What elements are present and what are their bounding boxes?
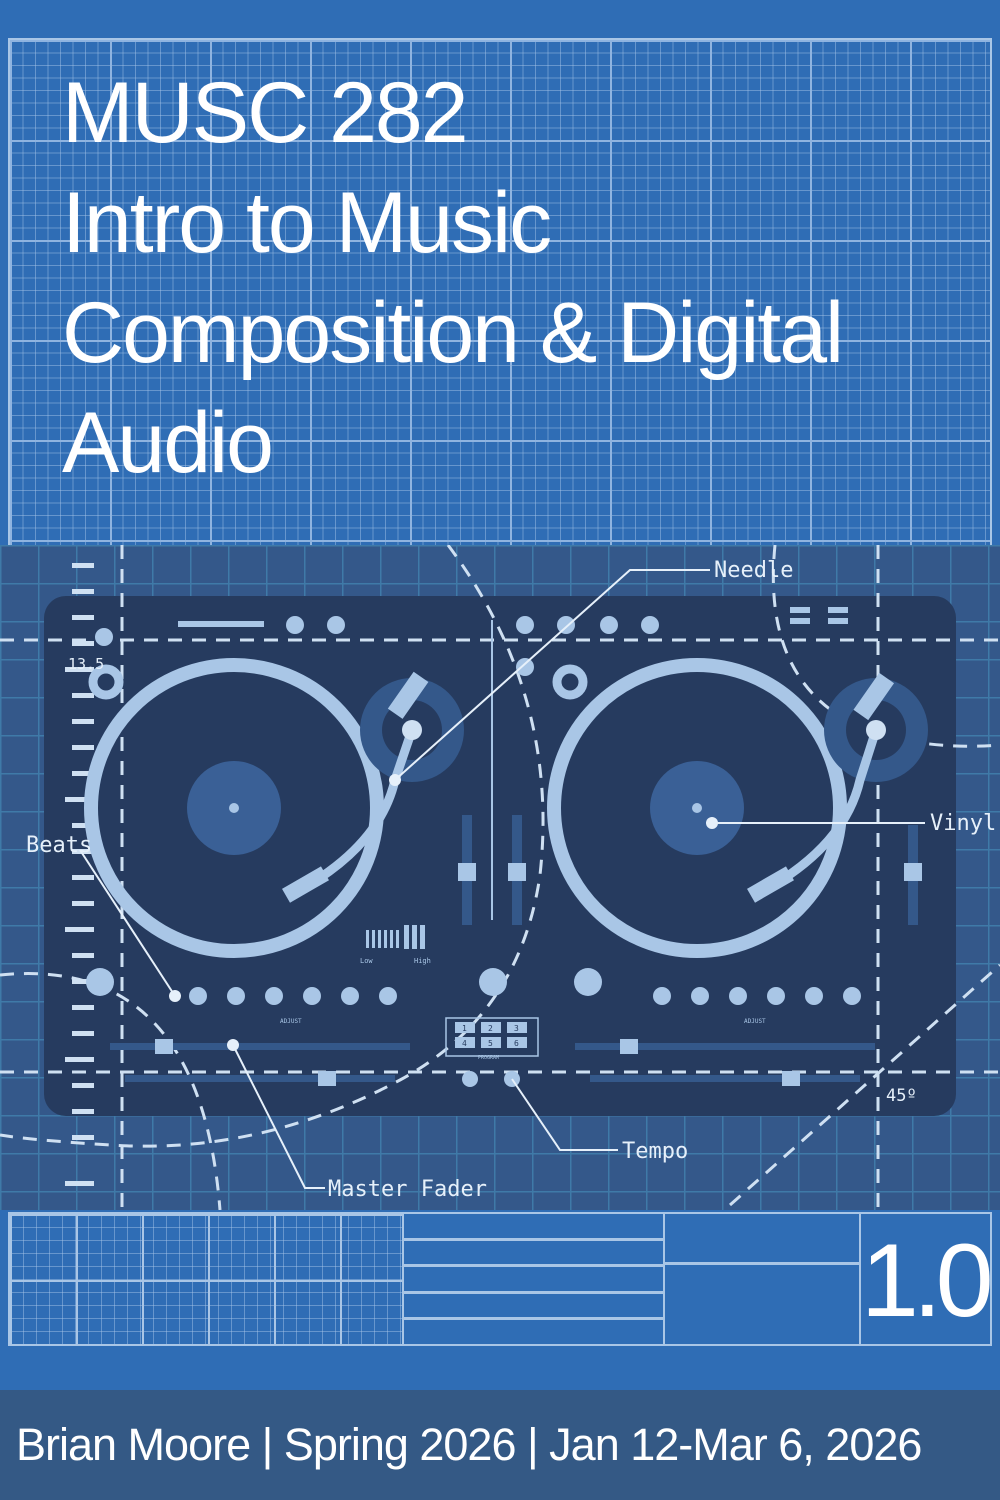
low-label: Low bbox=[360, 957, 373, 965]
author-footer: Brian Moore | Spring 2026 | Jan 12-Mar 6… bbox=[0, 1390, 1000, 1500]
measure-label: 13.5 bbox=[68, 655, 104, 673]
program-button-1: 1 bbox=[462, 1024, 467, 1033]
beats-label: Beats bbox=[26, 833, 92, 858]
blueprint-grid bbox=[8, 38, 992, 545]
needle-label: Needle bbox=[714, 558, 793, 583]
title-block-cell bbox=[665, 1214, 861, 1344]
adjust-label-left: ADJUST bbox=[280, 1018, 302, 1025]
vinyl-label: Vinyl bbox=[930, 811, 996, 836]
title-line: Intro to Music bbox=[62, 175, 552, 271]
program-button-2: 2 bbox=[488, 1024, 493, 1033]
left-turntable bbox=[84, 658, 464, 958]
program-button-5: 5 bbox=[488, 1039, 493, 1048]
title-block: 1.0 bbox=[8, 1212, 992, 1346]
dj-controller-illustration: Low High ADJUST ADJUST 1 2 3 4 5 6 PROGR… bbox=[0, 545, 1000, 1210]
high-label: High bbox=[414, 957, 431, 965]
version-number: 1.0 bbox=[861, 1223, 990, 1339]
controller-body bbox=[44, 596, 956, 1116]
master-fader-label: Master Fader bbox=[328, 1177, 487, 1202]
program-button-4: 4 bbox=[462, 1039, 467, 1048]
title-line: Composition & Digital bbox=[62, 285, 844, 381]
angle-label: 45º bbox=[886, 1086, 917, 1106]
title-line: Audio bbox=[62, 395, 274, 491]
program-button-6: 6 bbox=[514, 1039, 519, 1048]
title-block-grid bbox=[10, 1214, 404, 1344]
program-button-3: 3 bbox=[514, 1024, 519, 1033]
title-area: MUSC 282 Intro to Music Composition & Di… bbox=[0, 0, 1000, 545]
adjust-label-right: ADJUST bbox=[744, 1018, 766, 1025]
title-block-rows bbox=[404, 1214, 665, 1344]
right-turntable bbox=[547, 658, 928, 958]
tempo-label: Tempo bbox=[622, 1139, 688, 1164]
book-title: MUSC 282 Intro to Music Composition & Di… bbox=[62, 58, 844, 498]
program-label: PROGRAM bbox=[478, 1055, 499, 1061]
title-line: MUSC 282 bbox=[62, 65, 469, 161]
